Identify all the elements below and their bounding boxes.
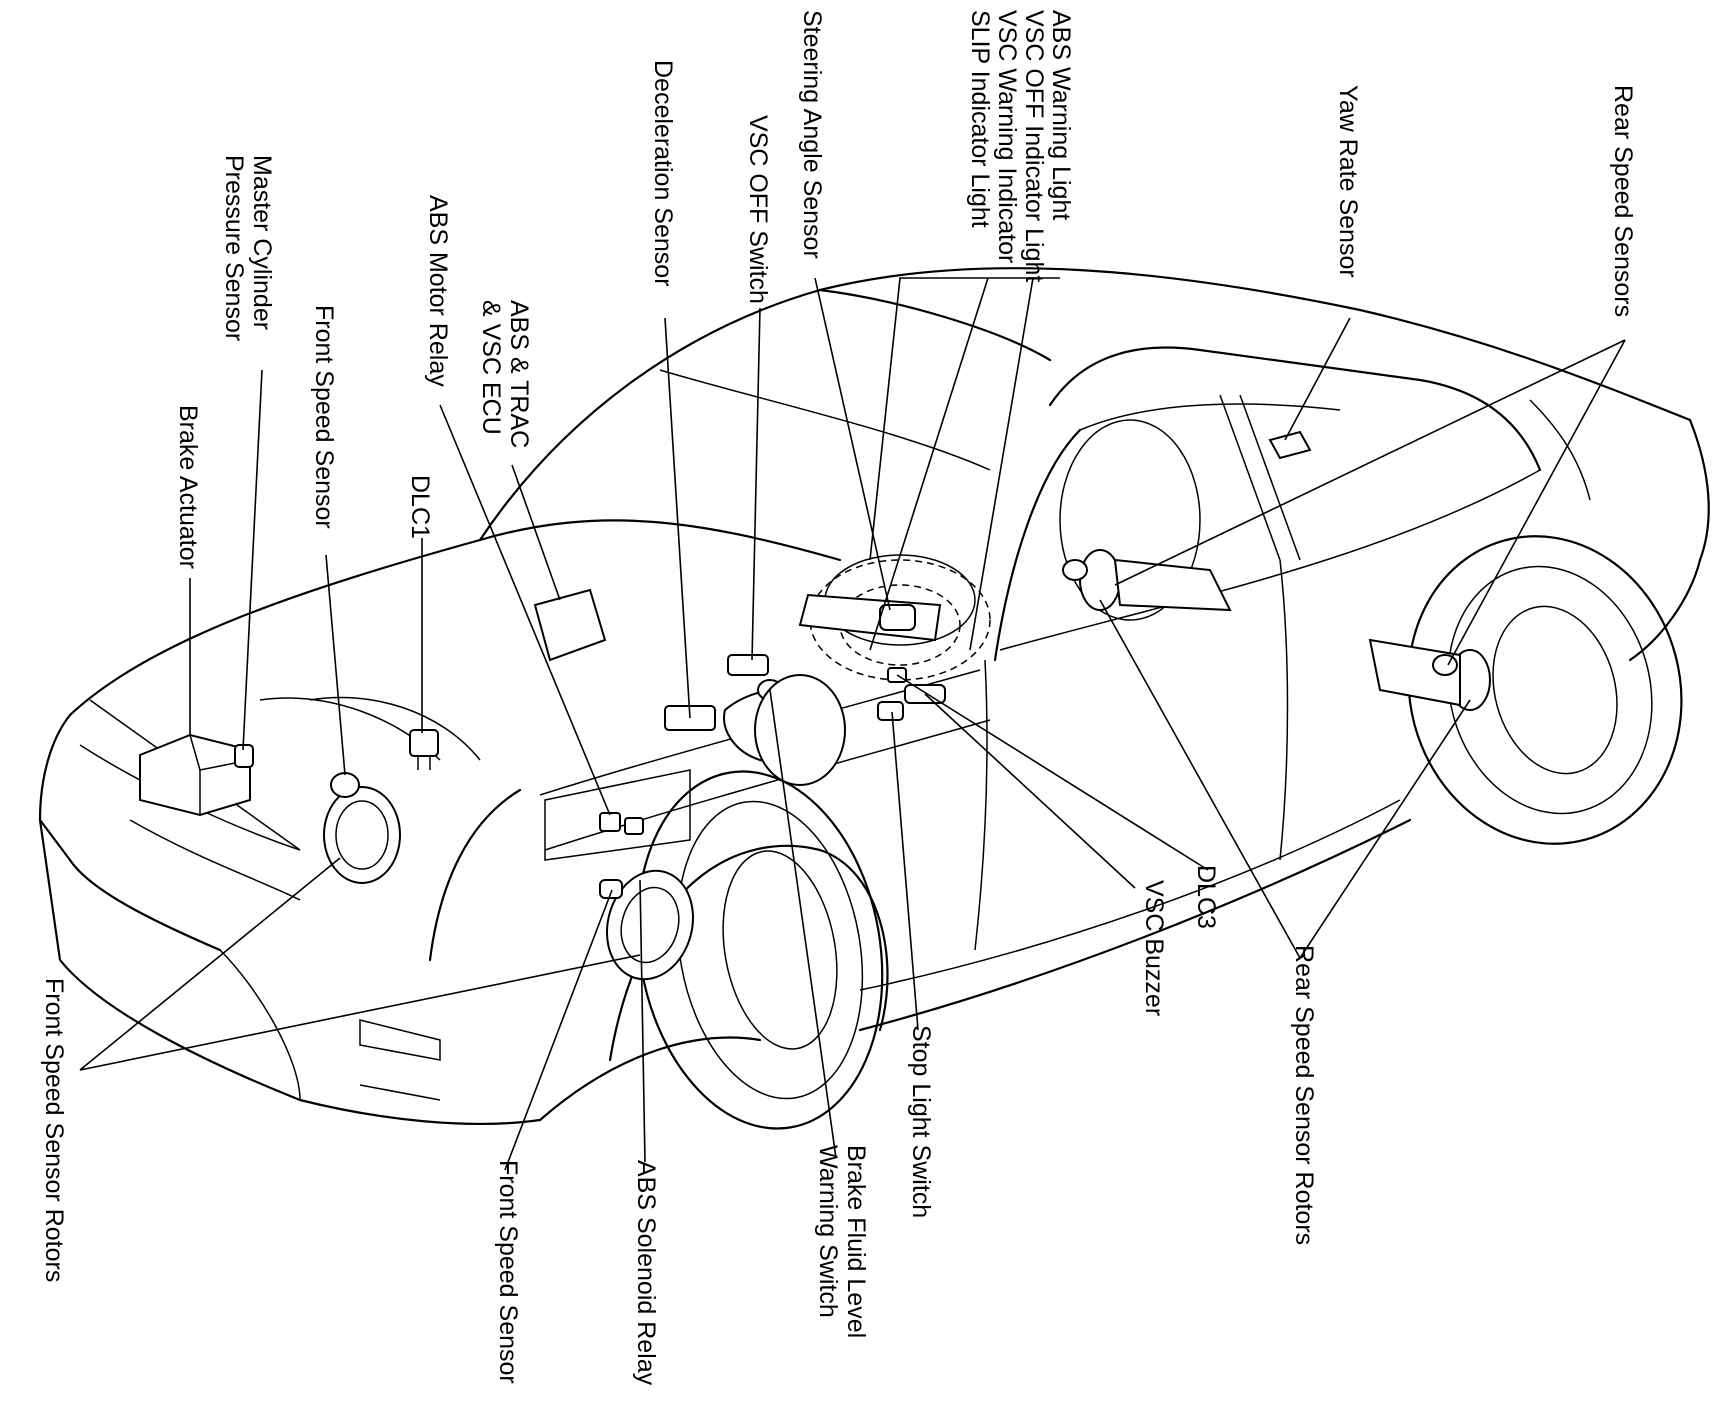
label-vsc-buzzer: VSC Buzzer bbox=[1140, 880, 1168, 1017]
rear-axle-right bbox=[1368, 638, 1491, 711]
label-vsc-warning-indicator: VSC Warning Indicator bbox=[993, 10, 1021, 264]
front-speed-sensor-rotor-right bbox=[599, 869, 694, 981]
label-slip-indicator-light: SLIP Indicator Light bbox=[966, 10, 994, 228]
label-rear-speed-sensors: Rear Speed Sensors bbox=[1609, 85, 1637, 318]
stop-light-switch-part bbox=[877, 701, 904, 721]
label-abs-warning-light: ABS Warning Light bbox=[1047, 10, 1075, 221]
abs-relays-part bbox=[599, 812, 644, 835]
rear-left-wheel-well bbox=[1059, 419, 1201, 621]
label-steering-angle-sensor: Steering Angle Sensor bbox=[798, 10, 826, 259]
label-abs-solenoid-relay: ABS Solenoid Relay bbox=[632, 1160, 660, 1386]
instrument-cluster bbox=[798, 554, 991, 681]
label-abs-trac-vsc-ecu: ABS & TRAC& VSC ECU bbox=[477, 300, 533, 449]
abs-trac-vsc-ecu-part bbox=[533, 588, 607, 662]
vsc-off-switch-part bbox=[727, 654, 769, 676]
label-vsc-off-indicator-light: VSC OFF Indicator Light bbox=[1020, 10, 1048, 283]
label-front-speed-sensor-bottom: Front Speed Sensor bbox=[494, 1160, 522, 1384]
yaw-rate-sensor-part bbox=[1268, 430, 1312, 460]
label-abs-motor-relay: ABS Motor Relay bbox=[424, 195, 452, 387]
label-brake-actuator: Brake Actuator bbox=[174, 405, 202, 569]
master-cylinder-pressure-sensor-part bbox=[234, 744, 254, 768]
label-vsc-off-switch: VSC OFF Switch bbox=[744, 115, 772, 304]
label-dlc1: DLC1 bbox=[406, 475, 434, 539]
label-stop-light-switch: Stop Light Switch bbox=[907, 1025, 935, 1219]
dlc1-part bbox=[409, 729, 439, 770]
label-front-speed-sensor-top: Front Speed Sensor bbox=[310, 305, 338, 529]
label-deceleration-sensor: Deceleration Sensor bbox=[649, 60, 677, 287]
label-dlc3: DLC3 bbox=[1192, 865, 1220, 929]
rear-wheel bbox=[1407, 535, 1683, 845]
label-yaw-rate-sensor: Yaw Rate Sensor bbox=[1334, 85, 1362, 278]
label-front-speed-sensor-rotors: Front Speed Sensor Rotors bbox=[40, 978, 68, 1283]
rear-axle-left bbox=[1062, 549, 1232, 612]
leader-lines bbox=[79, 277, 1626, 1171]
front-speed-sensor-rotor-left bbox=[323, 772, 401, 884]
master-cylinder-reservoir bbox=[723, 674, 846, 786]
label-rear-speed-sensor-rotors: Rear Speed Sensor Rotors bbox=[1290, 945, 1318, 1246]
